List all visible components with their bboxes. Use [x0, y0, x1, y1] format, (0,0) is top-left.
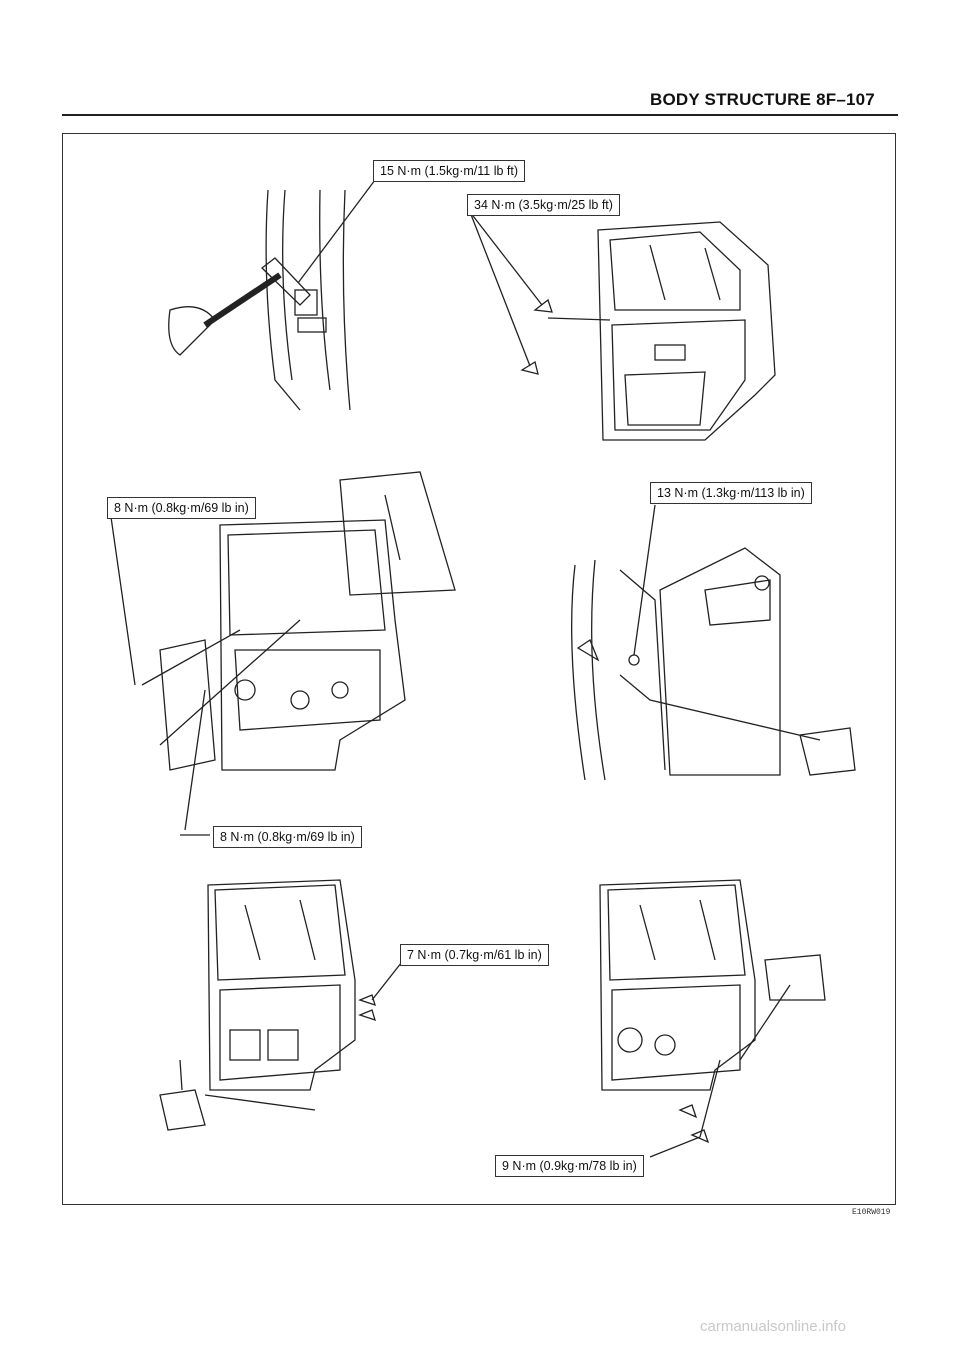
- footer-watermark: carmanualsonline.info: [700, 1318, 846, 1335]
- page-header: BODY STRUCTURE 8F–107: [650, 90, 875, 109]
- torque-label-regulator-upper: 8 N·m (0.8kg·m/69 lb in): [107, 497, 256, 519]
- door-handle-drawing: [599, 879, 826, 1158]
- torque-label-door-check: 13 N·m (1.3kg·m/113 lb in): [650, 482, 812, 504]
- torque-label-regulator-lower: 8 N·m (0.8kg·m/69 lb in): [213, 826, 362, 848]
- rear-door-drawing: [469, 211, 776, 441]
- illustration-frame: [62, 133, 896, 1205]
- door-lock-drawing: [159, 879, 406, 1131]
- door-check-drawing: [571, 504, 856, 781]
- header-rule: [62, 114, 898, 116]
- hinge-pillar-drawing: [168, 175, 379, 411]
- torque-label-lock-striker: 7 N·m (0.7kg·m/61 lb in): [400, 944, 549, 966]
- window-regulator-drawing: [109, 471, 456, 836]
- figure-id: E10RW019: [852, 1208, 891, 1217]
- torque-label-door-hinge-bolts: 34 N·m (3.5kg·m/25 lb ft): [467, 194, 620, 216]
- torque-label-handle-bolts: 9 N·m (0.9kg·m/78 lb in): [495, 1155, 644, 1177]
- torque-label-hinge-hammer: 15 N·m (1.5kg·m/11 lb ft): [373, 160, 526, 182]
